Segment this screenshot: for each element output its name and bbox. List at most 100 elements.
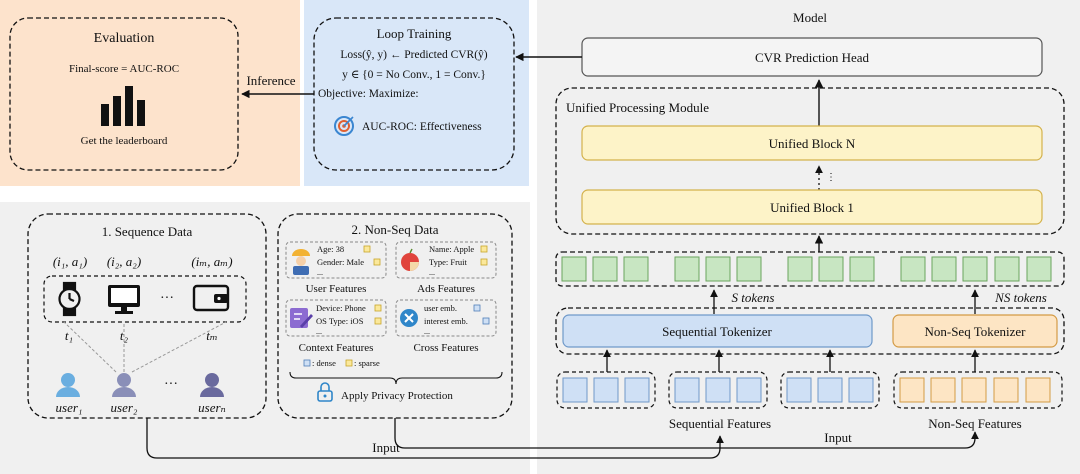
sequence-data-title: 1. Sequence Data bbox=[102, 224, 193, 239]
context-more: ... bbox=[316, 327, 322, 336]
token-row bbox=[555, 251, 1065, 287]
sequential-features-label: Sequential Features bbox=[669, 416, 771, 431]
seq-feature-group-3 bbox=[780, 371, 880, 409]
user-gender: Gender: Male bbox=[317, 257, 364, 267]
evaluation-formula: Final-score = AUC-ROC bbox=[69, 63, 179, 75]
watch-icon bbox=[58, 281, 81, 317]
model-title: Model bbox=[793, 10, 827, 25]
user-more: ... bbox=[317, 268, 323, 277]
input-path-sequence bbox=[146, 418, 724, 459]
seq-feature-group-1 bbox=[556, 371, 656, 409]
ads-type: Type: Fruit bbox=[429, 257, 468, 267]
user-1-label: user₁ bbox=[56, 400, 83, 415]
user-links bbox=[63, 321, 227, 373]
input-label-right: Input bbox=[824, 430, 852, 445]
user-features-label: User Features bbox=[306, 283, 367, 295]
user-2-label: user₂ bbox=[111, 400, 138, 415]
block-1-label: Unified Block 1 bbox=[770, 200, 854, 215]
ads-name: Name: Apple bbox=[429, 244, 474, 254]
nonseq-data-title: 2. Non-Seq Data bbox=[351, 222, 438, 237]
sequence-ellipsis: ··· bbox=[160, 291, 174, 306]
sparse-marker bbox=[374, 317, 382, 325]
seq-feature-tokens-2 bbox=[674, 377, 762, 403]
context-os: OS Type: iOS bbox=[316, 316, 364, 326]
sparse-marker bbox=[480, 258, 488, 266]
upm-title: Unified Processing Module bbox=[566, 100, 709, 115]
pair-1: (i₁, a₁) bbox=[53, 254, 87, 269]
context-features-card bbox=[285, 299, 387, 337]
user-ellipsis: ··· bbox=[164, 377, 178, 392]
cross-features-label: Cross Features bbox=[413, 342, 478, 354]
input-path-nonseq bbox=[394, 418, 979, 449]
evaluation-box bbox=[9, 17, 239, 171]
target-icon bbox=[334, 116, 354, 136]
sparse-legend-swatch bbox=[345, 359, 353, 367]
ns-token-group bbox=[900, 256, 1052, 282]
nonseq-tokenizer bbox=[892, 314, 1058, 348]
privacy-label: Apply Privacy Protection bbox=[341, 390, 453, 402]
dense-legend-swatch bbox=[303, 359, 311, 367]
user-icon bbox=[56, 373, 80, 397]
input-label-left: Input bbox=[372, 440, 400, 455]
user-n-label: userₙ bbox=[198, 400, 226, 415]
privacy-brace bbox=[289, 371, 503, 385]
loop-training-box bbox=[313, 17, 515, 171]
seq-feature-tokens-3 bbox=[786, 377, 874, 403]
cross-features-card bbox=[395, 299, 497, 337]
data-panel bbox=[0, 202, 530, 474]
cross-icon bbox=[400, 309, 418, 327]
bar-chart-icon bbox=[101, 86, 145, 126]
s-token-group bbox=[561, 256, 875, 282]
sparse-marker bbox=[480, 245, 488, 253]
ads-features-card bbox=[395, 241, 497, 279]
dense-marker bbox=[482, 317, 490, 325]
evaluation-title: Evaluation bbox=[94, 31, 155, 46]
loop-training-title: Loop Training bbox=[377, 26, 452, 41]
item-sequence-box bbox=[43, 275, 247, 323]
user-icon bbox=[112, 373, 136, 397]
nonseq-data-box bbox=[277, 213, 513, 419]
wallet-icon bbox=[192, 284, 230, 312]
seq-feature-tokens-1 bbox=[562, 377, 650, 403]
sparse-marker bbox=[373, 258, 381, 266]
time-1: t₁ bbox=[65, 328, 73, 343]
apple-icon bbox=[401, 248, 419, 271]
cvr-head-label: CVR Prediction Head bbox=[755, 50, 870, 65]
worker-icon bbox=[292, 249, 310, 275]
nonseq-features-label: Non-Seq Features bbox=[928, 416, 1022, 431]
sequential-tokenizer-label: Sequential Tokenizer bbox=[662, 324, 772, 339]
unified-block-n bbox=[581, 125, 1043, 161]
sparse-marker bbox=[363, 245, 371, 253]
tokenizer-row bbox=[555, 307, 1065, 355]
metric-line: AUC-ROC: Effectiveness bbox=[362, 121, 482, 133]
label-line: y ∈ {0 = No Conv., 1 = Conv.} bbox=[342, 69, 486, 81]
block-ellipsis: ⋮ bbox=[826, 172, 836, 183]
cross-user-emb: user emb. bbox=[424, 303, 457, 313]
nonseq-tokenizer-label: Non-Seq Tokenizer bbox=[924, 324, 1026, 339]
pair-2: (i₂, a₂) bbox=[107, 254, 141, 269]
loss-line: Loss(ŷ, y) ← Predicted CVR(ŷ) bbox=[340, 49, 487, 61]
cross-interest-emb: interest emb. bbox=[424, 316, 468, 326]
evaluation-caption: Get the leaderboard bbox=[81, 135, 168, 147]
cross-more: ... bbox=[424, 327, 430, 336]
sparse-marker bbox=[374, 304, 382, 312]
inference-label: Inference bbox=[246, 73, 295, 88]
nonseq-feature-tokens bbox=[899, 377, 1051, 403]
pair-m: (iₘ, aₘ) bbox=[191, 254, 232, 269]
lock-icon bbox=[317, 382, 333, 402]
feature-arrows bbox=[603, 349, 979, 372]
s-tokens-label: S tokens bbox=[732, 290, 775, 305]
time-m: tₘ bbox=[206, 328, 218, 343]
sequential-tokenizer bbox=[562, 314, 873, 348]
dense-marker bbox=[473, 304, 481, 312]
ns-tokens-label: NS tokens bbox=[994, 290, 1047, 305]
nonseq-feature-group bbox=[893, 371, 1063, 409]
unified-block-1 bbox=[581, 189, 1043, 225]
objective-line: Objective: Maximize: bbox=[318, 88, 419, 100]
context-device: Device: Phone bbox=[316, 303, 366, 313]
context-features-label: Context Features bbox=[299, 342, 374, 354]
ads-more: ... bbox=[429, 268, 435, 277]
ads-features-label: Ads Features bbox=[417, 283, 475, 295]
block-n-label: Unified Block N bbox=[769, 136, 856, 151]
